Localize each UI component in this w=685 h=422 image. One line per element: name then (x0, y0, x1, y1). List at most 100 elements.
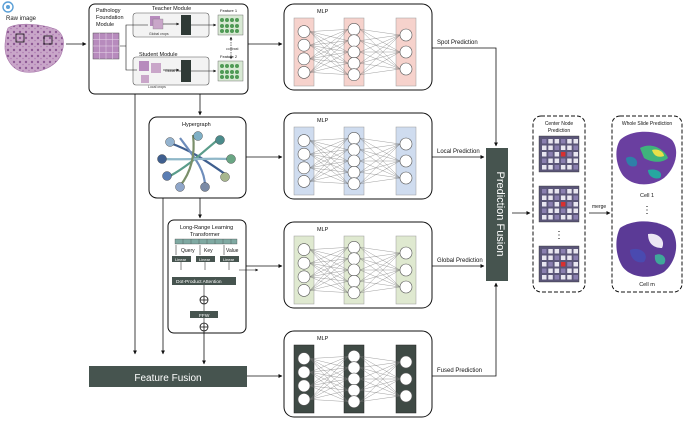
center-node-title-1: Center Node (545, 121, 574, 127)
local-mlp-node (347, 143, 361, 156)
spot-mlp-node (347, 23, 361, 36)
spot-mlp-node (297, 25, 311, 38)
local-mlp-node (297, 147, 311, 161)
query-label: Query (181, 248, 195, 254)
arrow-spot-to-fusion (432, 47, 498, 147)
student-encoder (181, 60, 191, 82)
feature-1-label: Feature 1 (220, 8, 238, 13)
spot-mlp-node (297, 38, 311, 52)
token-sequence (174, 238, 238, 245)
spot-mlp-node (347, 45, 361, 59)
feature-fusion-label: Feature Fusion (134, 373, 201, 384)
fused-mlp-node (297, 379, 311, 393)
linear-query (172, 256, 191, 262)
global-mlp-node (297, 243, 311, 256)
spot-mlp-node (297, 52, 311, 66)
logo-icon (2, 1, 14, 13)
add-icon (199, 295, 209, 305)
spot-prediction-label: Spot Prediction (437, 40, 478, 46)
spot-mlp-node (399, 28, 413, 42)
spot-mlp-node (399, 45, 413, 59)
student-global-crops-label: Global crops (165, 69, 185, 73)
local-prediction-label: Local Prediction (437, 149, 480, 155)
spot-mlp: MLP (283, 3, 433, 91)
global-mlp-node (297, 270, 311, 284)
global-mlp-node (347, 241, 361, 254)
center-node-grid-3 (538, 245, 580, 283)
local-crops-label: Local crops (148, 85, 166, 89)
merge-label: merge (592, 204, 606, 210)
local-mlp-node (399, 154, 413, 168)
value-label: Value (226, 248, 239, 254)
global-mlp: MLP (283, 221, 433, 309)
local-mlp-node (399, 171, 413, 185)
global-crops-label: Global crops (149, 32, 169, 36)
linear-value (220, 256, 239, 262)
local-mlp-node (297, 175, 311, 188)
center-node-title-2: Prediction (548, 128, 570, 134)
local-mlp-node (347, 132, 361, 145)
hypergraph-title: Hypergraph (182, 122, 211, 128)
spot-mlp-node (399, 62, 413, 76)
fused-mlp-node (347, 361, 361, 374)
spot-mlp-node (347, 68, 361, 81)
global-mlp-label: MLP (317, 227, 329, 233)
ffw-block (190, 311, 218, 318)
whole-slide-title: Whole Slide Prediction (622, 121, 673, 127)
local-mlp-node (347, 166, 361, 179)
global-mlp-node (399, 263, 413, 277)
local-mlp-label: MLP (317, 118, 329, 124)
local-mlp-node (297, 161, 311, 175)
cell-m-label: Cell m (639, 282, 655, 288)
spot-mlp-label: MLP (317, 9, 329, 15)
fused-prediction-label: Fused Prediction (437, 368, 482, 374)
teacher-encoder (181, 15, 191, 35)
global-mlp-node (347, 263, 361, 277)
raw-image (4, 23, 64, 73)
global-mlp-node (297, 256, 311, 270)
whole-slide-map-1 (616, 131, 677, 185)
fused-mlp-label: MLP (317, 336, 329, 342)
local-mlp: MLP (283, 112, 433, 200)
foundation-title-2: Foundation (96, 15, 124, 21)
linear-key-label: Linear (199, 257, 211, 262)
whole-slide-panel: Whole Slide Prediction Cell 1 ⋮ Cell m (611, 115, 683, 293)
fused-mlp-node (347, 350, 361, 363)
teacher-module-label: Teacher Module (152, 6, 191, 12)
linear-value-label: Linear (223, 257, 235, 262)
global-mlp-node (347, 286, 361, 299)
crop-connectors (120, 24, 148, 71)
spot-mlp-node (347, 57, 361, 70)
local-mlp-node (347, 177, 361, 190)
fused-mlp: MLP (283, 330, 433, 418)
whole-slide-ellipsis: ⋮ (642, 205, 652, 216)
arrow-fused-to-fusion (432, 282, 498, 377)
center-node-panel: Center Node Prediction ⋮ (532, 115, 586, 293)
fused-mlp-node (399, 389, 413, 403)
raw-image-label: Raw image (6, 16, 37, 22)
fused-mlp-node (347, 384, 361, 397)
attention-label: Dot-Product Attention (176, 279, 222, 285)
spot-mlp-node (297, 66, 311, 79)
whole-slide-map-m (616, 221, 677, 277)
center-node-ellipsis: ⋮ (554, 230, 564, 241)
global-mlp-node (347, 252, 361, 265)
prediction-fusion-block (486, 148, 508, 281)
fused-mlp-node (399, 372, 413, 386)
local-mlp-node (297, 134, 311, 147)
add-icon-2 (199, 322, 209, 332)
transformer-title-2: Transformer (190, 232, 220, 238)
local-mlp-node (347, 154, 361, 168)
foundation-title-3: Module (96, 22, 114, 28)
fused-mlp-node (297, 352, 311, 365)
cell-1-label: Cell 1 (640, 193, 654, 199)
key-label: Key (204, 248, 213, 254)
center-node-grid-2 (538, 185, 580, 223)
foundation-title-1: Pathology (96, 8, 121, 14)
feature-2-label: Feature 2 (220, 54, 238, 59)
global-prediction-label: Global Prediction (437, 258, 483, 264)
hypergraph-module: Hypergraph (148, 116, 247, 199)
transformer-module: Long-Range Learning Transformer Query Ke… (167, 219, 259, 334)
global-mlp-node (347, 275, 361, 288)
foundation-module: Pathology Foundation Module Teacher Modu… (88, 3, 249, 95)
